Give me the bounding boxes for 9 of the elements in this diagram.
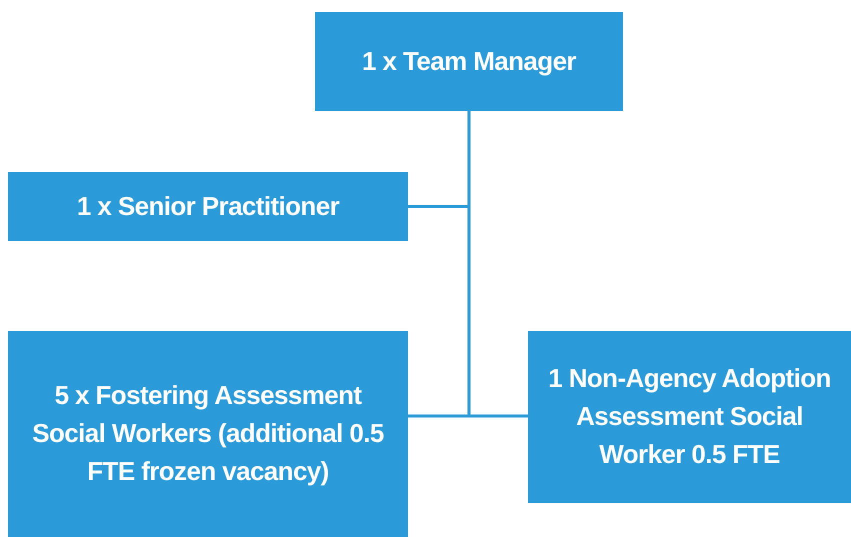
org-chart-box: [315, 12, 623, 111]
org-chart-box: [528, 331, 851, 503]
org-chart-box: [8, 331, 408, 537]
role-title: 1 x Team Manager: [362, 44, 576, 78]
role-title: 5 x Fostering Assessment Social Workers (additional 0.5 FTE frozen vacancy): [31, 379, 385, 488]
connector-line: [468, 111, 528, 418]
role-title: 1 Non-Agency Adoption Assessment Social Worker 0.5 FTE: [547, 362, 832, 471]
role-title: 1 x Senior Practitioner: [76, 190, 340, 223]
org-chart-box: [8, 172, 408, 241]
